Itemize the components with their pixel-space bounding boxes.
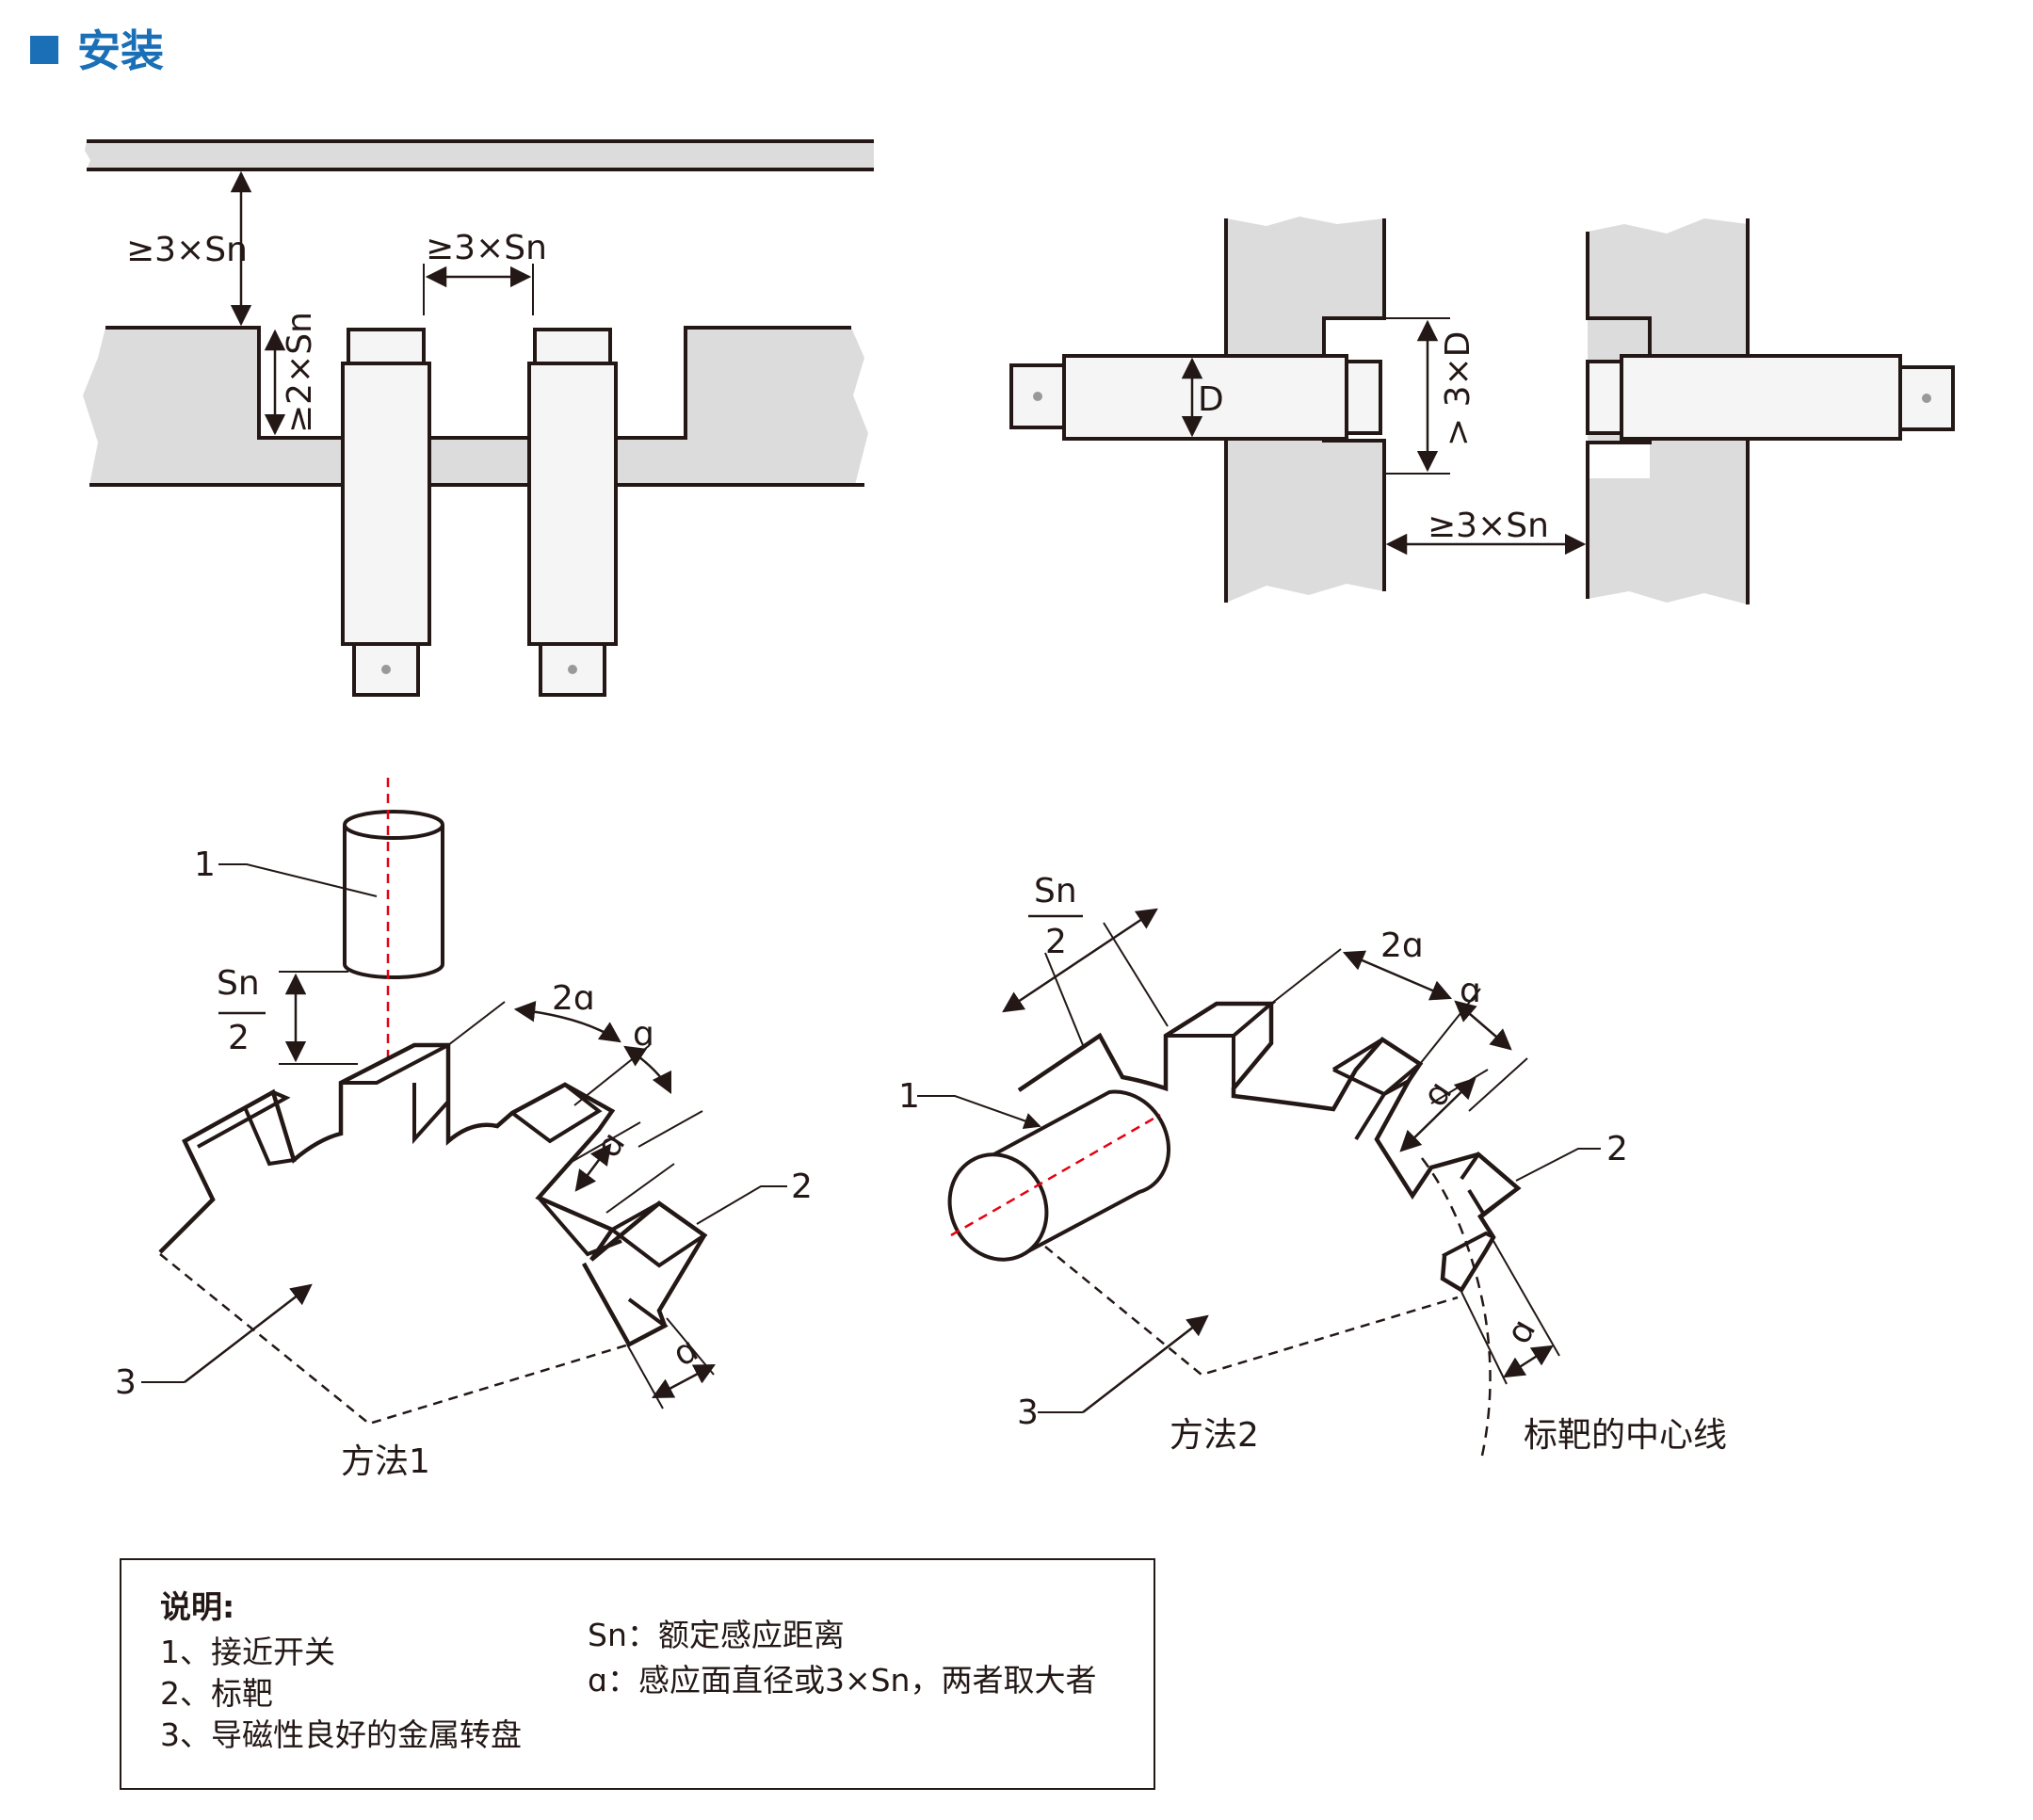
m1-tooth-4 <box>610 1200 708 1268</box>
plate-edge-top <box>105 326 851 440</box>
m1-label-disc: 3 <box>115 1363 137 1402</box>
m1-leader-disc-arrow <box>184 1283 313 1383</box>
m1-a-top-ext <box>637 1110 703 1148</box>
m2-tooth-4 <box>1460 1152 1522 1217</box>
m1-sensor-cylinder <box>343 825 444 979</box>
m1-tooth-side-1 <box>412 1043 450 1145</box>
m2-disc-dashed <box>1044 1246 1459 1377</box>
m2-angle-2a: 2ɑ <box>1380 926 1424 965</box>
m1-tooth-top-3 <box>184 1089 291 1149</box>
m2-tooth-5 <box>1442 1231 1494 1258</box>
left-sensor-body <box>1062 354 1348 441</box>
right-sensor-connector <box>1898 365 1955 431</box>
m1-frac-num: Sn <box>217 964 260 1003</box>
m2-label-target: 2 <box>1606 1130 1628 1168</box>
m2-a-top-ext <box>1468 1057 1528 1112</box>
m1-gear <box>158 1042 708 1348</box>
header-title: 安装 <box>77 25 164 76</box>
right-sensor-cap <box>1586 360 1623 435</box>
m2-leader-sensor <box>917 1095 1041 1130</box>
notes-item-2: 2、标靶 <box>160 1675 273 1712</box>
m1-tooth-top-2 <box>510 1082 603 1144</box>
facing-dim-diameter-label: D <box>1198 380 1224 419</box>
m2-label-disc: 3 <box>1017 1393 1039 1432</box>
m2-a-bot-ext1 <box>1460 1291 1508 1385</box>
m2-frac-num: Sn <box>1034 872 1077 910</box>
m1-leader-sensor <box>218 863 378 897</box>
m2-leader-disc-arrow <box>1082 1314 1209 1413</box>
m1-sensor-top <box>343 810 444 840</box>
top-wall <box>85 141 874 169</box>
notes-item-3: 3、导磁性良好的金属转盘 <box>160 1716 522 1753</box>
flush-dim-wall-label: ≥3×Sn <box>126 231 248 269</box>
sensor-a-pin <box>381 665 391 674</box>
right-sensor-pin <box>1922 394 1931 403</box>
flush-dim-recess-label: ≥2×Sn <box>281 312 319 433</box>
face-to-face-diagram <box>1009 217 1955 604</box>
notes-title: 说明: <box>160 1588 234 1625</box>
m1-angle-a-bottom: ɑ <box>667 1330 704 1375</box>
m2-caption: 方法2 <box>1170 1416 1259 1455</box>
flush-dim-between-label: ≥3×Sn <box>426 229 547 267</box>
m1-caption: 方法1 <box>341 1442 430 1481</box>
facing-dim-gap-label: ≥3×Sn <box>1428 507 1549 545</box>
mounting-plate <box>83 328 868 485</box>
m2-sn-ext-a <box>1044 952 1084 1046</box>
m2-leader-target <box>1515 1148 1601 1182</box>
header-square-icon <box>30 36 58 64</box>
notes-frame <box>120 1558 1155 1790</box>
sensor-b-body <box>527 362 618 646</box>
m2-sn-arrow <box>1002 908 1158 1013</box>
m1-a-top-arc <box>623 1045 672 1095</box>
m2-a-mid-arrow <box>1399 1077 1476 1152</box>
m1-a-mid-ext2 <box>605 1163 675 1214</box>
sensor-a-body <box>341 362 431 646</box>
m1-label-sensor: 1 <box>194 846 216 884</box>
left-sensor-cap <box>1345 360 1382 435</box>
m2-gear <box>1017 1001 1522 1294</box>
m1-label-target: 2 <box>791 1168 813 1206</box>
m1-tooth-side-3 <box>243 1091 297 1167</box>
m1-2a-ext <box>447 1001 506 1046</box>
sensor-a-cap <box>347 328 426 365</box>
m1-tooth-6 <box>537 1196 622 1257</box>
left-sensor-pin <box>1033 392 1042 401</box>
m1-disc-dashed <box>159 1253 630 1425</box>
m1-2a-arc <box>513 1001 621 1043</box>
sensor-b-cap <box>533 328 612 365</box>
m2-a-bot-arrow <box>1503 1345 1554 1378</box>
m2-target-centerline <box>1421 1157 1492 1457</box>
m1-a-mid-arrow <box>574 1143 612 1192</box>
m1-frac-den: 2 <box>228 1019 250 1057</box>
m1-leader-target <box>696 1185 787 1225</box>
m2-frac-den: 2 <box>1045 923 1067 961</box>
notes-item-1: 1、接近开关 <box>160 1634 335 1670</box>
section-header: 安装 <box>30 25 164 76</box>
m2-2a-ext <box>1270 948 1342 1005</box>
m1-2a-ext2 <box>573 1044 651 1106</box>
m2-angle-a-top: ɑ <box>1460 972 1481 1010</box>
m2-angle-a-mid: ɑ <box>1415 1074 1460 1114</box>
m2-a-top-arrow <box>1454 1000 1512 1051</box>
m2-centerline <box>950 1113 1161 1237</box>
m1-tooth-5 <box>582 1263 669 1347</box>
notes-def-sn: Sn：额定感应距离 <box>588 1617 845 1653</box>
m2-label-sensor: 1 <box>898 1077 920 1116</box>
m1-angle-a-top: ɑ <box>633 1015 654 1054</box>
m1-a-bot-arrow <box>652 1363 716 1399</box>
m1-a-bot-ext1 <box>626 1344 664 1409</box>
method2-diagram <box>917 908 1601 1457</box>
m2-a-bot-ext2 <box>1492 1240 1560 1357</box>
facing-dim-recess-label: > 3×D <box>1439 331 1477 446</box>
method1-diagram <box>141 778 787 1425</box>
m1-angle-2a: 2ɑ <box>552 979 595 1018</box>
right-sensor-body <box>1620 354 1902 441</box>
sensor-b-pin <box>568 665 577 674</box>
flush-mount-diagram <box>83 139 874 697</box>
notes-box: 说明: 1、接近开关 2、标靶 3、导磁性良好的金属转盘 Sn：额定感应距离 ɑ… <box>120 1558 1155 1790</box>
notes-def-a: ɑ：感应面直径或3×Sn，两者取大者 <box>588 1662 1096 1699</box>
m2-centerline-label: 标靶的中心线 <box>1524 1416 1727 1455</box>
m2-2a-arrow <box>1342 950 1453 1001</box>
